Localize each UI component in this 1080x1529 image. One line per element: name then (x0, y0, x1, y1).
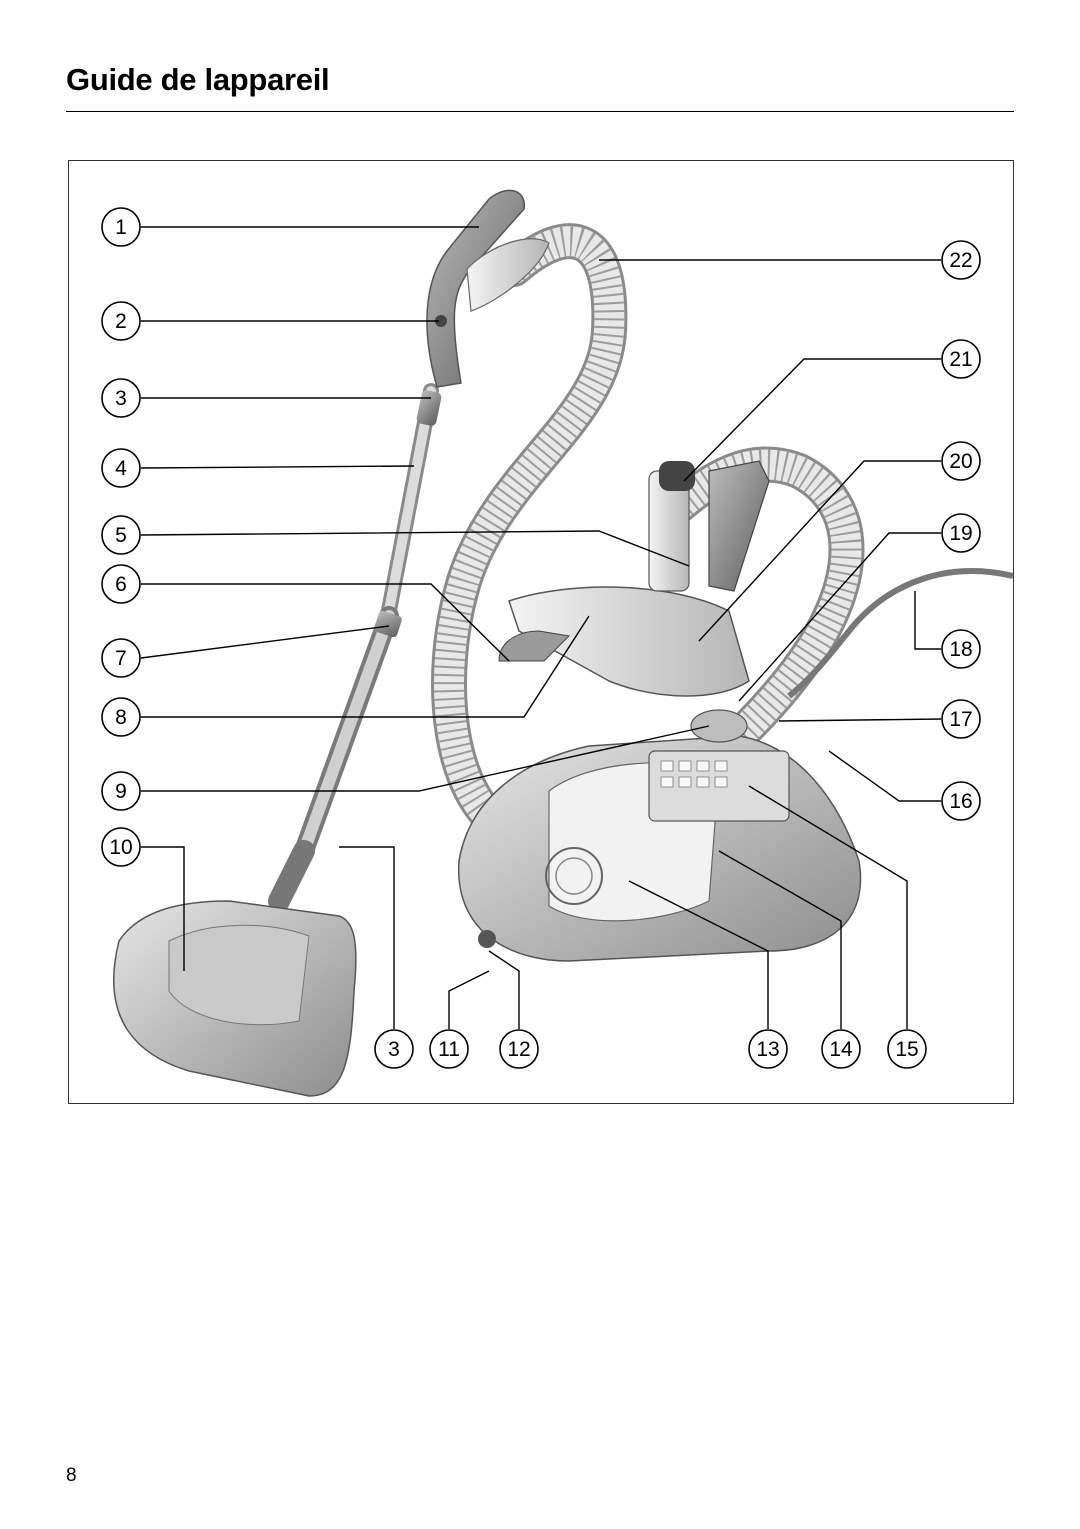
page-title: Guide de lappareil (66, 62, 330, 97)
callout-21: 21 (941, 339, 981, 379)
callout-18: 18 (941, 629, 981, 669)
callout-3: 3 (101, 378, 141, 418)
svg-text:5: 5 (115, 524, 127, 547)
callout-9: 9 (101, 771, 141, 811)
svg-text:3: 3 (388, 1038, 400, 1061)
callout-1: 1 (101, 207, 141, 247)
svg-text:9: 9 (115, 780, 127, 803)
svg-text:10: 10 (109, 836, 132, 859)
callout-19: 19 (941, 513, 981, 553)
accessories (498, 460, 770, 662)
callout-5: 5 (101, 515, 141, 555)
power-cord (787, 568, 1013, 699)
callout-13: 13 (748, 1029, 788, 1069)
svg-text:21: 21 (949, 348, 972, 371)
svg-text:20: 20 (949, 450, 972, 473)
callout-17: 17 (941, 699, 981, 739)
svg-text:17: 17 (949, 708, 972, 731)
svg-text:14: 14 (829, 1038, 853, 1061)
telescopic-tube (294, 383, 442, 861)
svg-text:22: 22 (949, 249, 972, 272)
callout-7: 7 (101, 638, 141, 678)
svg-text:15: 15 (895, 1038, 918, 1061)
callouts: 1 2 3 4 5 6 7 8 9 10 22 21 20 19 18 17 1… (101, 207, 981, 1069)
svg-text:19: 19 (949, 522, 972, 545)
callout-6: 6 (101, 564, 141, 604)
callout-20: 20 (941, 441, 981, 481)
svg-text:8: 8 (115, 706, 127, 729)
page-number: 8 (66, 1465, 77, 1486)
appliance-diagram: 1 2 3 4 5 6 7 8 9 10 22 21 20 19 18 17 1… (68, 160, 1014, 1104)
svg-text:16: 16 (949, 790, 972, 813)
svg-text:13: 13 (756, 1038, 779, 1061)
callout-14: 14 (821, 1029, 861, 1069)
svg-text:7: 7 (115, 647, 127, 670)
svg-text:6: 6 (115, 573, 127, 596)
callout-2: 2 (101, 301, 141, 341)
svg-text:11: 11 (438, 1038, 460, 1061)
callout-22: 22 (941, 240, 981, 280)
svg-text:2: 2 (115, 310, 127, 333)
svg-text:18: 18 (949, 638, 972, 661)
svg-text:1: 1 (115, 216, 127, 239)
callout-4: 4 (101, 448, 141, 488)
callout-10: 10 (101, 827, 141, 867)
handle (426, 189, 550, 388)
floor-head (113, 840, 357, 1097)
title-rule (66, 111, 1014, 112)
callout-12: 12 (499, 1029, 539, 1069)
svg-text:3: 3 (115, 387, 127, 410)
callout-15: 15 (887, 1029, 927, 1069)
callout-11: 11 (429, 1029, 469, 1069)
callout-16: 16 (941, 781, 981, 821)
leader-lines (140, 226, 942, 1029)
callout-3-bottom: 3 (374, 1029, 414, 1069)
callout-8: 8 (101, 697, 141, 737)
svg-text:4: 4 (115, 457, 127, 480)
svg-text:12: 12 (507, 1038, 530, 1061)
